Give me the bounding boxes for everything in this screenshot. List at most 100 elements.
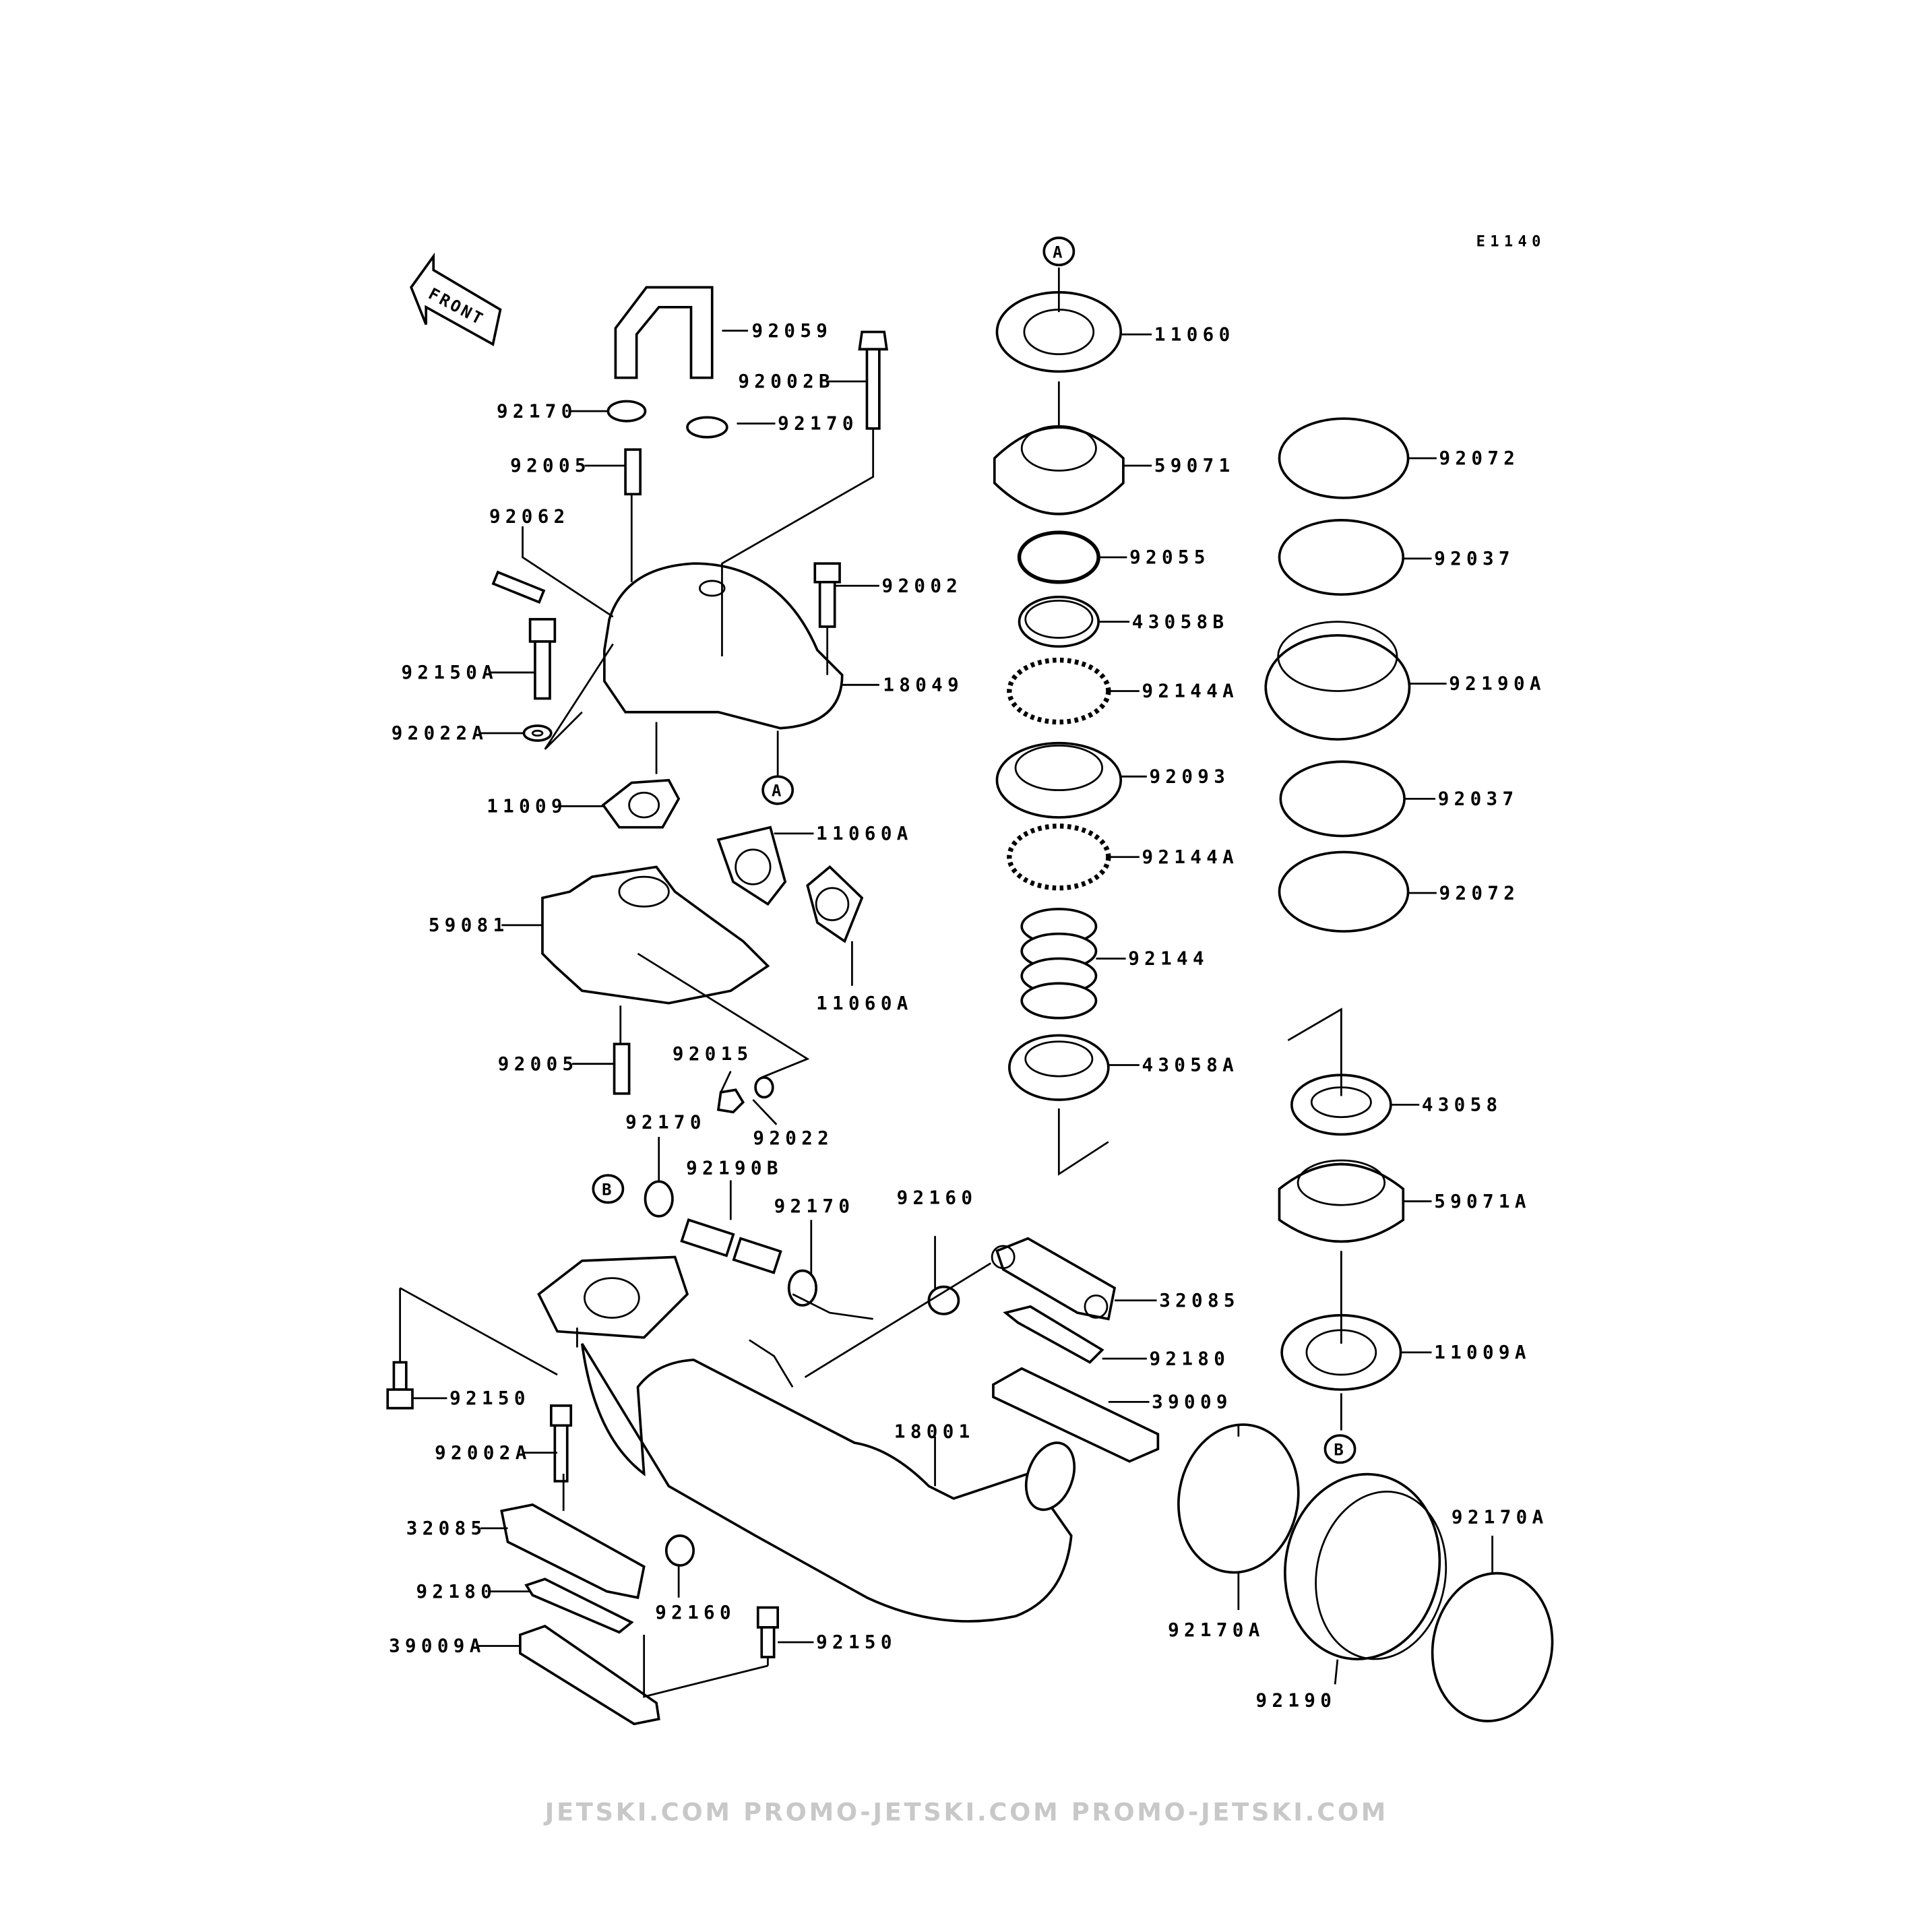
label-92037[interactable]: 92037 xyxy=(1434,548,1515,569)
label-92170[interactable]: 92170 xyxy=(774,1195,855,1217)
washer-92022 xyxy=(754,1076,774,1099)
label-92170a[interactable]: 92170A xyxy=(1452,1507,1549,1528)
plate-92180 xyxy=(1003,1305,1104,1364)
clamp-92170-c xyxy=(644,1180,674,1218)
svg-text:B: B xyxy=(602,1180,611,1199)
part-labels: 92059 92002B 92170 92170 92005 92062 920… xyxy=(389,320,1549,1712)
clamp-92170a-1 xyxy=(1177,1423,1300,1574)
fitting-92005-b xyxy=(613,1042,631,1095)
seat-43058a xyxy=(1007,1034,1110,1101)
label-92002a[interactable]: 92002A xyxy=(435,1442,532,1464)
bolt-92150-b xyxy=(756,1606,779,1658)
link-32085 xyxy=(991,1237,1117,1321)
bushing-92160 xyxy=(927,1285,960,1315)
front-arrow-icon: FRONT xyxy=(410,252,502,346)
label-92190b[interactable]: 92190B xyxy=(686,1157,783,1179)
label-92170[interactable]: 92170 xyxy=(497,400,578,422)
manifold-59081 xyxy=(541,865,770,1005)
label-11060a[interactable]: 11060A xyxy=(816,993,913,1014)
washer-92022a xyxy=(522,724,553,742)
label-92005[interactable]: 92005 xyxy=(510,455,591,476)
label-43058a[interactable]: 43058A xyxy=(1142,1055,1239,1076)
label-39009[interactable]: 39009 xyxy=(1152,1392,1233,1413)
seat-92093 xyxy=(995,741,1123,819)
label-32085[interactable]: 32085 xyxy=(406,1518,487,1539)
pipe-92062 xyxy=(491,570,546,604)
plate-92180-b xyxy=(524,1578,634,1634)
label-18049[interactable]: 18049 xyxy=(883,675,964,696)
label-92055[interactable]: 92055 xyxy=(1129,547,1210,568)
label-92170a[interactable]: 92170A xyxy=(1168,1619,1265,1641)
bolt-92002b xyxy=(858,330,888,430)
label-92150[interactable]: 92150 xyxy=(449,1388,530,1409)
label-92170[interactable]: 92170 xyxy=(778,413,859,435)
ref-b-flange: B xyxy=(592,1174,625,1204)
clamp-92170-a xyxy=(606,400,647,423)
bolt-92002a xyxy=(549,1404,573,1483)
boot-92190 xyxy=(1284,1472,1447,1660)
label-92093[interactable]: 92093 xyxy=(1149,766,1230,788)
ring-43058b xyxy=(1018,595,1100,648)
ref-b-right: B xyxy=(1323,1434,1357,1464)
ring-92072-2 xyxy=(1278,850,1410,933)
label-92072[interactable]: 92072 xyxy=(1439,447,1520,469)
label-11009[interactable]: 11009 xyxy=(487,796,567,817)
hose-92059 xyxy=(614,286,714,379)
gasket-11009 xyxy=(601,778,681,829)
diagram-code: E1140 xyxy=(1476,234,1546,251)
label-92144[interactable]: 92144 xyxy=(1128,948,1209,970)
label-92037[interactable]: 92037 xyxy=(1438,788,1519,810)
label-92160[interactable]: 92160 xyxy=(897,1187,978,1208)
nut-92015 xyxy=(716,1088,745,1114)
label-92160[interactable]: 92160 xyxy=(655,1602,736,1623)
label-92002b[interactable]: 92002B xyxy=(738,371,835,392)
bracket-39009a xyxy=(519,1625,660,1726)
label-92002[interactable]: 92002 xyxy=(882,575,963,596)
label-92150a[interactable]: 92150A xyxy=(401,662,498,683)
label-92072[interactable]: 92072 xyxy=(1439,882,1520,904)
label-32085[interactable]: 32085 xyxy=(1159,1290,1240,1311)
label-92144a[interactable]: 92144A xyxy=(1142,846,1239,868)
label-92180[interactable]: 92180 xyxy=(1149,1348,1230,1369)
bushing-92160-b xyxy=(664,1534,695,1567)
label-11060[interactable]: 11060 xyxy=(1154,323,1235,345)
label-43058[interactable]: 43058 xyxy=(1422,1094,1503,1116)
label-92005[interactable]: 92005 xyxy=(498,1053,579,1075)
label-11060a[interactable]: 11060A xyxy=(816,823,913,844)
label-92062[interactable]: 92062 xyxy=(489,506,570,528)
label-92059[interactable]: 92059 xyxy=(752,320,833,342)
ref-a-top: A xyxy=(1042,237,1076,267)
bracket-39009 xyxy=(992,1367,1160,1463)
label-92170[interactable]: 92170 xyxy=(625,1111,706,1133)
oring-92055 xyxy=(1017,530,1100,584)
label-92190a[interactable]: 92190A xyxy=(1449,673,1546,695)
gasket-11060a-2 xyxy=(806,865,864,943)
label-59081[interactable]: 59081 xyxy=(429,914,509,936)
label-43058b[interactable]: 43058B xyxy=(1132,611,1229,633)
label-92150[interactable]: 92150 xyxy=(816,1631,897,1653)
label-92190[interactable]: 92190 xyxy=(1256,1690,1337,1712)
clamp-92170a-2 xyxy=(1431,1571,1554,1722)
svg-text:B: B xyxy=(1334,1440,1343,1459)
label-59071[interactable]: 59071 xyxy=(1154,455,1235,476)
label-92022a[interactable]: 92022A xyxy=(392,722,489,744)
label-92022[interactable]: 92022 xyxy=(753,1127,834,1149)
bolt-92150a xyxy=(528,618,557,700)
label-92180[interactable]: 92180 xyxy=(416,1581,497,1602)
bolt-92150-a xyxy=(386,1361,414,1410)
housing-59071a xyxy=(1278,1159,1405,1243)
label-11009a[interactable]: 11009A xyxy=(1434,1342,1531,1363)
label-59071a[interactable]: 59071A xyxy=(1434,1191,1531,1212)
watermark: JETSKI.COM PROMO-JETSKI.COM PROMO-JETSKI… xyxy=(543,1798,1388,1827)
clamp-92037-2 xyxy=(1279,760,1406,838)
label-39009a[interactable]: 39009A xyxy=(389,1635,486,1657)
ring-92072-1 xyxy=(1278,417,1410,499)
label-18001[interactable]: 18001 xyxy=(894,1421,975,1443)
boot-92190a xyxy=(1264,621,1411,741)
svg-text:A: A xyxy=(772,782,781,801)
svg-text:A: A xyxy=(1053,243,1062,261)
spring-92144a-1 xyxy=(1007,657,1111,725)
label-92015[interactable]: 92015 xyxy=(673,1043,753,1065)
label-92144a[interactable]: 92144A xyxy=(1142,681,1239,702)
clamp-92170-b xyxy=(686,416,728,439)
